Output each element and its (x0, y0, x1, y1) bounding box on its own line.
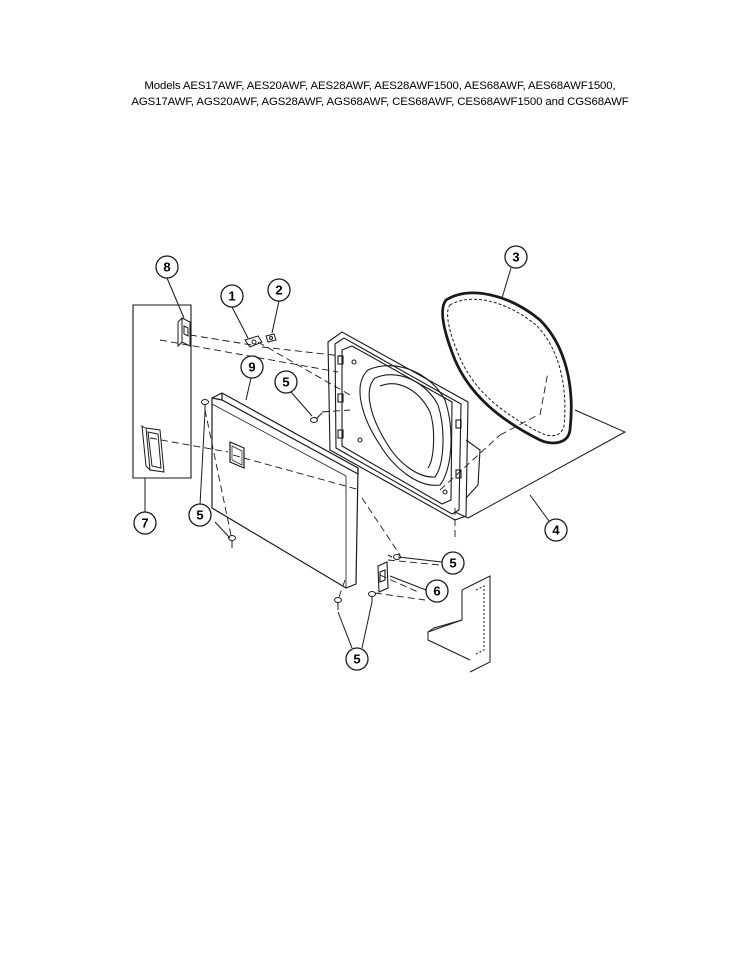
screw-strike-lower (368, 591, 376, 602)
callout-6-label: 6 (433, 584, 440, 599)
callout-5-bottom-label: 5 (353, 652, 360, 667)
callout-leaders (144, 267, 550, 649)
callout-5-left-label: 5 (196, 508, 203, 523)
model-list-header: Models AES17AWF, AES20AWF, AES28AWF, AES… (0, 78, 750, 110)
callout-6: 6 (425, 579, 449, 603)
callout-1-label: 1 (228, 289, 235, 304)
callout-7-label: 7 (141, 516, 148, 531)
door-handle-part (141, 424, 165, 473)
callout-9: 9 (240, 355, 264, 379)
outer-door-panel (211, 392, 359, 589)
callout-4-label: 4 (552, 523, 560, 538)
callout-2: 2 (267, 278, 291, 302)
screws (201, 399, 401, 610)
callout-5-frame-label: 5 (282, 375, 289, 390)
screw-strike-upper (387, 554, 401, 560)
screw-upper-left (201, 399, 209, 412)
hinge-pin-part (265, 333, 277, 343)
inner-door-frame (327, 331, 481, 521)
callout-5-strike: 5 (441, 551, 465, 575)
screw-lower-left (228, 535, 236, 548)
screw-bottom-door (334, 597, 342, 610)
callout-4: 4 (544, 518, 568, 542)
callout-3: 3 (504, 245, 528, 269)
handle-inset-box (132, 304, 192, 479)
cabinet-corner-fragment (427, 575, 491, 673)
floor-plane (454, 409, 627, 519)
callout-5-frame: 5 (274, 370, 298, 394)
callout-3-label: 3 (512, 250, 519, 265)
callout-1: 1 (220, 284, 244, 308)
callout-9-label: 9 (248, 360, 255, 375)
callout-8: 8 (155, 255, 179, 279)
alignment-lines (149, 334, 549, 601)
model-list-line-2: AGS17AWF, AGS20AWF, AGS28AWF, AGS68AWF, … (131, 96, 629, 108)
callout-8-label: 8 (163, 260, 170, 275)
screw-frame (310, 412, 323, 423)
latch-strike-part (377, 561, 389, 593)
callout-5-left: 5 (188, 503, 212, 527)
callout-5-bottom: 5 (345, 647, 369, 671)
handle-clip-part (177, 317, 191, 348)
callout-5-strike-label: 5 (449, 556, 456, 571)
model-list-line-1: Models AES17AWF, AES20AWF, AES28AWF, AES… (144, 80, 616, 92)
callout-7: 7 (133, 511, 157, 535)
door-seal-part (441, 291, 573, 445)
callout-2-label: 2 (275, 283, 282, 298)
hinge-bracket-part (244, 335, 263, 348)
